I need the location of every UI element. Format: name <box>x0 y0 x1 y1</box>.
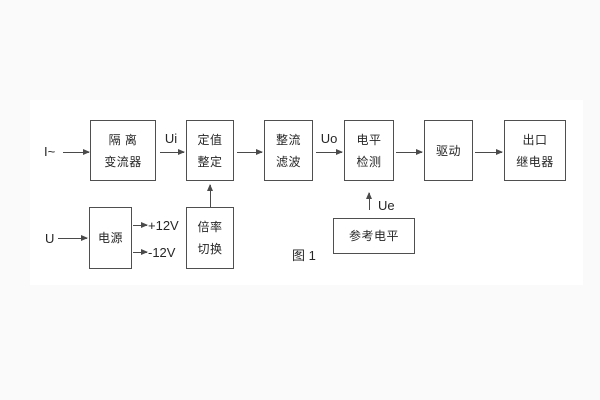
block-label: 变流器 <box>104 154 142 169</box>
block-output-relay: 出口 继电器 <box>504 120 566 181</box>
block-label: 定值 <box>197 132 223 147</box>
block-label: 切换 <box>197 242 223 256</box>
block-label: 隔 离 <box>108 132 138 147</box>
arrow-power-to-supply-pos <box>133 222 148 228</box>
arrow-driver-to-output-relay <box>475 149 503 155</box>
block-label: 出口 <box>522 132 548 147</box>
arrow-input-voltage-to-power <box>58 235 88 241</box>
arrow-reference-to-level-detect <box>366 192 372 210</box>
block-reference-level: 参考电平 <box>333 218 415 254</box>
figure-caption: 图 1 <box>292 248 316 263</box>
signal-label-ue: Ue <box>378 198 395 213</box>
block-label: 滤波 <box>275 154 301 169</box>
block-label: 参考电平 <box>348 229 399 243</box>
arrow-input-current-to-isolation <box>63 149 90 155</box>
block-setting-adjust: 定值 整定 <box>186 120 234 181</box>
block-label: 电源 <box>97 231 123 245</box>
signal-label-supply-pos: +12V <box>148 218 179 233</box>
arrow-power-to-supply-neg <box>133 249 148 255</box>
block-label: 驱动 <box>435 143 461 158</box>
signal-label-ui: Ui <box>164 131 178 146</box>
block-label: 整流 <box>275 132 301 147</box>
block-label: 检测 <box>356 154 382 169</box>
arrow-level-detect-to-driver <box>396 149 423 155</box>
block-label: 整定 <box>197 154 223 169</box>
signal-label-input-voltage: U <box>45 231 55 246</box>
block-power-supply: 电源 <box>89 207 132 269</box>
arrow-isolation-to-setting <box>160 149 185 155</box>
block-label: 倍率 <box>197 220 223 234</box>
signal-label-supply-neg: -12V <box>148 245 176 260</box>
arrow-ratio-switch-to-setting <box>207 184 213 207</box>
arrow-rectify-to-level-detect <box>316 149 343 155</box>
signal-label-input-current: I~ <box>44 144 56 159</box>
block-level-detect: 电平 检测 <box>344 120 394 181</box>
block-driver: 驱动 <box>424 120 473 181</box>
block-label: 继电器 <box>516 154 554 169</box>
block-rectify-filter: 整流 滤波 <box>264 120 313 181</box>
block-label: 电平 <box>356 132 382 147</box>
signal-label-uo: Uo <box>320 131 338 146</box>
block-ratio-switch: 倍率 切换 <box>186 207 234 269</box>
block-isolation-transformer: 隔 离 变流器 <box>90 120 156 181</box>
arrow-setting-to-rectify <box>237 149 263 155</box>
